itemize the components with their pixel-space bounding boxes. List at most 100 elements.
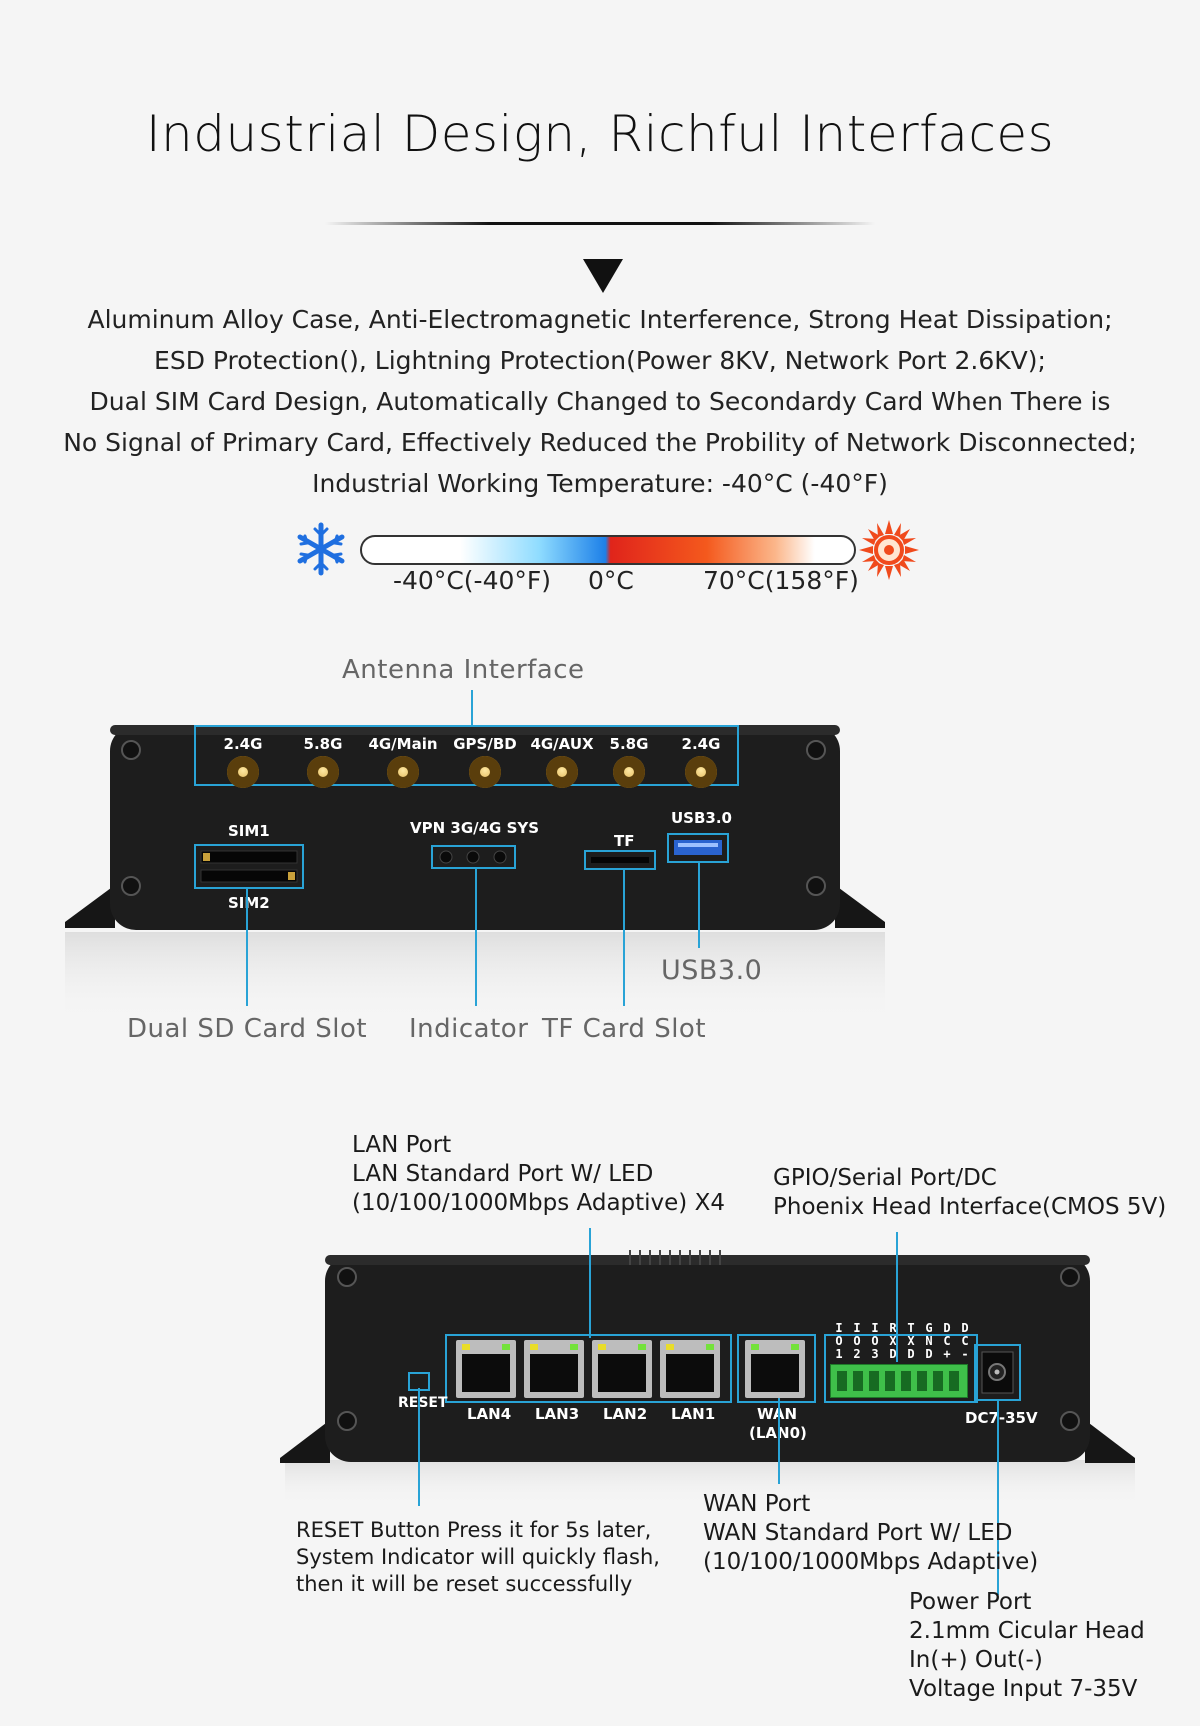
feature-line-4: No Signal of Primary Card, Effectively R… (63, 428, 1137, 457)
sma-connector-icon (685, 756, 717, 788)
page-title: Industrial Design, Richful Interfaces (145, 105, 1055, 163)
rj45-jack-icon (530, 1354, 578, 1392)
lan4-label: LAN4 (467, 1405, 512, 1423)
sma-connector-icon (307, 756, 339, 788)
antenna-label: 5.8G (303, 735, 343, 753)
rj45-jack-icon (598, 1354, 646, 1392)
down-arrow-icon (583, 259, 623, 293)
antenna-row: 2.4G 5.8G 4G/Main GPS/BD 4G/AUX 5.8G 2.4… (195, 733, 738, 792)
dc-label: DC7-35V (965, 1409, 1038, 1427)
rj45-jack-icon (666, 1354, 714, 1392)
lan-port-group (452, 1340, 732, 1400)
lan2-port[interactable] (592, 1340, 652, 1398)
usb-callout-line (698, 862, 700, 948)
antenna-7: 2.4G (669, 735, 733, 788)
antenna-5: 4G/AUX (520, 735, 604, 788)
gpio-pin-label: GND (925, 1321, 933, 1361)
antenna-label: 4G/AUX (530, 735, 594, 753)
antenna-label: 2.4G (223, 735, 263, 753)
lan1-label: LAN1 (671, 1405, 716, 1423)
sd-callout-line (246, 888, 248, 1006)
lan3-port[interactable] (524, 1340, 584, 1398)
reset-label: RESET (398, 1395, 448, 1411)
wan-callout-line-3: (10/100/1000Mbps Adaptive) (703, 1549, 1039, 1575)
temp-high-label: 70°C(158°F) (703, 566, 859, 595)
feature-line-3: Dual SIM Card Design, Automatically Chan… (89, 387, 1111, 416)
tf-callout-line (623, 869, 625, 1006)
wan-port[interactable] (745, 1340, 805, 1398)
wan-callout: WAN Port WAN Standard Port W/ LED (10/10… (703, 1490, 1038, 1577)
lan-callout-line-1: LAN Port (352, 1132, 452, 1158)
led-yellow-icon (598, 1344, 606, 1350)
gpio-callout-line-1: GPIO/Serial Port/DC (773, 1165, 997, 1191)
lan1-port[interactable] (660, 1340, 720, 1398)
rj45-jack-icon (462, 1354, 510, 1392)
lan-callout-line-2: LAN Standard Port W/ LED (352, 1161, 654, 1187)
led-green-icon (751, 1344, 759, 1350)
antenna-label: 5.8G (609, 735, 649, 753)
wan-callout-line-2: WAN Standard Port W/ LED (703, 1520, 1013, 1546)
indicator-callout-line (475, 868, 477, 1006)
antenna-callout-line (471, 690, 473, 726)
antenna-label: GPS/BD (453, 735, 517, 753)
sun-icon (859, 520, 919, 580)
led-green-icon (570, 1344, 578, 1350)
tf-callout-label: TF Card Slot (542, 1014, 707, 1044)
antenna-highlight-box (194, 725, 739, 786)
power-callout: Power Port 2.1mm Cicular Head In(+) Out(… (909, 1588, 1145, 1704)
gpio-pin-label: IO2 (853, 1321, 861, 1361)
sim1-label: SIM1 (228, 822, 270, 840)
antenna-label: 2.4G (681, 735, 721, 753)
sma-connector-icon (613, 756, 645, 788)
lan4-port[interactable] (456, 1340, 516, 1398)
antenna-6: 5.8G (597, 735, 661, 788)
feature-line-2: ESD Protection(), Lightning Protection(P… (154, 346, 1046, 375)
sma-connector-icon (227, 756, 259, 788)
led-green-icon (706, 1344, 714, 1350)
wan-callout-line-1: WAN Port (703, 1491, 811, 1517)
gpio-pin-label: DC+ (943, 1321, 951, 1361)
led-green-icon (502, 1344, 510, 1350)
temperature-gradient-bar (360, 535, 856, 565)
feature-line-5: Industrial Working Temperature: -40°C (-… (312, 469, 888, 498)
led-green-icon (638, 1344, 646, 1350)
usb-callout-label: USB3.0 (661, 955, 763, 986)
led-yellow-icon (666, 1344, 674, 1350)
snowflake-icon (297, 522, 345, 576)
power-callout-line-3: In(+) Out(-) (909, 1647, 1043, 1673)
sma-connector-icon (387, 756, 419, 788)
indicator-panel-label: VPN 3G/4G SYS (410, 819, 540, 837)
wan-callout-line (778, 1398, 780, 1484)
lan-callout-line (589, 1228, 591, 1338)
lan-callout-line-3: (10/100/1000Mbps Adaptive) X4 (352, 1190, 725, 1216)
lan3-label: LAN3 (535, 1405, 580, 1423)
power-callout-line-1: Power Port (909, 1589, 1032, 1615)
tf-panel-label: TF (614, 832, 635, 850)
gpio-pin-label: IO3 (871, 1321, 879, 1361)
gpio-callout-line-2: Phoenix Head Interface(CMOS 5V) (773, 1194, 1167, 1220)
gpio-callout-line (896, 1232, 898, 1362)
antenna-interface-label: Antenna Interface (342, 655, 585, 685)
antenna-4: GPS/BD (443, 735, 527, 788)
gpio-pin-label: RXD (889, 1321, 897, 1361)
gpio-pin-label: DC- (961, 1321, 969, 1361)
gpio-pin-label: IO1 (835, 1321, 843, 1361)
antenna-2: 5.8G (291, 735, 355, 788)
power-callout-line-4: Voltage Input 7-35V (909, 1676, 1138, 1702)
indicator-callout-label: Indicator (409, 1014, 529, 1044)
power-callout-line-2: 2.1mm Cicular Head (909, 1618, 1145, 1644)
wan-label: WAN (757, 1405, 797, 1423)
temp-zero-label: 0°C (588, 566, 634, 595)
antenna-3: 4G/Main (361, 735, 445, 788)
reset-callout-line-2: System Indicator will quickly flash, (296, 1545, 660, 1569)
reset-callout-line-3: then it will be reset successfully (296, 1572, 633, 1596)
lan-callout: LAN Port LAN Standard Port W/ LED (10/10… (352, 1131, 725, 1218)
power-callout-line (997, 1400, 999, 1595)
gpio-callout: GPIO/Serial Port/DC Phoenix Head Interfa… (773, 1164, 1166, 1222)
temp-low-label: -40°C(-40°F) (393, 566, 552, 595)
phoenix-terminal-block[interactable] (830, 1364, 968, 1398)
gpio-pin-label: TXD (907, 1321, 915, 1361)
title-divider (325, 222, 875, 225)
sma-connector-icon (546, 756, 578, 788)
sim2-label: SIM2 (228, 894, 270, 912)
